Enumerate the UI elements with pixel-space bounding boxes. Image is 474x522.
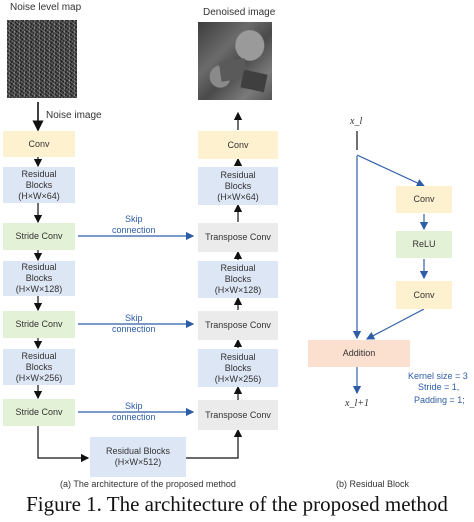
encoder-stride-conv-2: Stride Conv [3, 311, 75, 338]
residual-param-padding: Padding = 1; [414, 395, 465, 405]
skip-label-line2: connection [112, 324, 156, 334]
decoder-residual-blocks-64: Residual Blocks (H×W×64) [198, 167, 278, 205]
skip-connection-label-2: Skip connection [112, 313, 156, 335]
residual-addition: Addition [308, 340, 410, 367]
decoder-transpose-conv-1: Transpose Conv [198, 223, 278, 252]
residual-output-label: x_l+1 [345, 398, 369, 409]
residual-conv-2: Conv [396, 281, 452, 309]
skip-connection-label-1: Skip connection [112, 214, 156, 236]
denoised-image-label: Denoised image [203, 7, 276, 18]
subcaption-a: (a) The architecture of the proposed met… [60, 479, 236, 489]
figure-caption: Figure 1. The architecture of the propos… [26, 492, 448, 516]
noise-level-map-label: Noise level map [10, 2, 82, 13]
encoder-conv: Conv [3, 131, 75, 157]
decoder-transpose-conv-3: Transpose Conv [198, 400, 278, 430]
denoised-field-patch [240, 69, 268, 93]
encoder-stride-conv-3: Stride Conv [3, 399, 75, 426]
noise-level-map-image [7, 20, 77, 98]
denoised-image [198, 22, 272, 100]
encoder-residual-blocks-64: Residual Blocks (H×W×64) [3, 167, 75, 203]
residual-param-stride: Stride = 1, [418, 382, 460, 392]
noise-image-label: Noise image [46, 110, 102, 121]
decoder-conv: Conv [198, 131, 278, 159]
encoder-residual-blocks-256: Residual Blocks (H×W×256) [3, 349, 75, 385]
encoder-stride-conv-1: Stride Conv [3, 223, 75, 250]
skip-label-line2: connection [112, 412, 156, 422]
decoder-residual-blocks-128: Residual Blocks (H×W×128) [198, 261, 278, 298]
skip-label-line1: Skip [125, 313, 143, 323]
bottleneck-residual-blocks-512: Residual Blocks (H×W×512) [90, 437, 186, 477]
residual-conv-1: Conv [396, 186, 452, 213]
skip-connection-label-3: Skip connection [112, 401, 156, 423]
decoder-transpose-conv-2: Transpose Conv [198, 311, 278, 340]
residual-input-label: x_l [350, 116, 363, 127]
decoder-residual-blocks-256: Residual Blocks (H×W×256) [198, 349, 278, 387]
encoder-residual-blocks-128: Residual Blocks (H×W×128) [3, 261, 75, 296]
skip-label-line1: Skip [125, 401, 143, 411]
skip-label-line2: connection [112, 225, 156, 235]
skip-label-line1: Skip [125, 214, 143, 224]
residual-relu: ReLU [396, 231, 452, 258]
residual-param-kernel: Kernel size = 3 [408, 371, 468, 381]
subcaption-b: (b) Residual Block [336, 479, 410, 489]
